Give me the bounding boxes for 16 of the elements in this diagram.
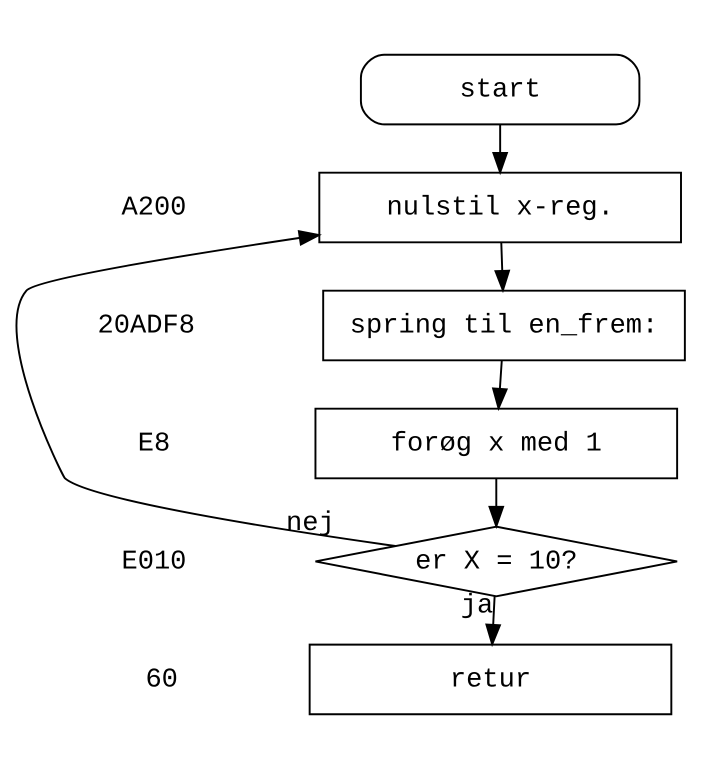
- arrow: [488, 478, 504, 529]
- node-box: forøg x med 1: [314, 407, 678, 479]
- arrow: [494, 242, 510, 293]
- arrow: [16, 229, 396, 546]
- arrow: [492, 124, 508, 175]
- node-box: spring til en_frem:: [322, 289, 686, 361]
- node-box: start: [360, 53, 640, 125]
- node-box: retur: [308, 643, 672, 715]
- label: E010: [121, 546, 186, 578]
- arrow: [492, 360, 508, 411]
- label: A200: [121, 192, 186, 224]
- label: 20ADF8: [97, 310, 195, 342]
- label: E8: [138, 428, 170, 460]
- node-box: nulstil x-reg.: [318, 171, 682, 243]
- label: 60: [145, 664, 178, 696]
- arrow: [485, 596, 502, 647]
